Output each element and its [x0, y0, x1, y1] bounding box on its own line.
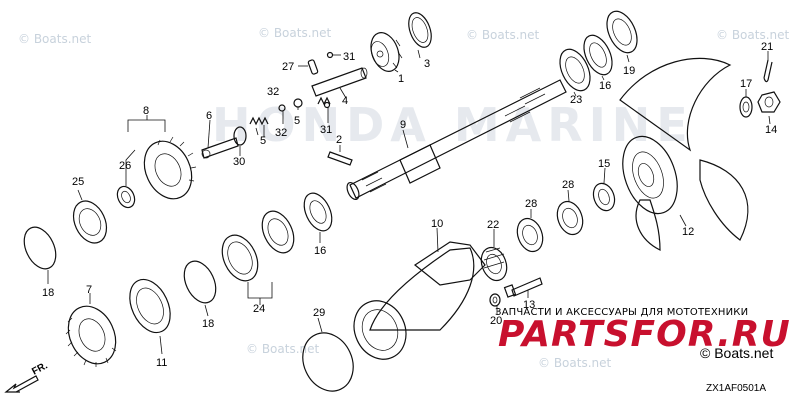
part-25-ball-bearing: [72, 200, 108, 244]
label-part-10: 10: [431, 218, 443, 230]
part-23-bearing: [559, 48, 591, 92]
watermark-text: © Boats.net: [716, 28, 790, 42]
part-9-propeller-shaft: [346, 79, 567, 201]
part-15-spacer: [592, 182, 616, 212]
watermark-text: © Boats.net: [466, 28, 540, 42]
label-part-18-left: 18: [42, 287, 54, 299]
label-part-8: 8: [143, 105, 149, 117]
label-part-20: 20: [490, 315, 502, 327]
part-32-ball: [278, 98, 303, 112]
label-part-5-upper: 5: [294, 115, 300, 127]
label-part-4: 4: [342, 95, 348, 107]
part-12-propeller: [619, 57, 749, 251]
label-part-32-lower: 32: [275, 127, 287, 139]
label-part-26: 26: [119, 160, 131, 172]
part-20-washer: [489, 293, 501, 307]
watermark-text: © Boats.net: [18, 32, 92, 46]
label-part-6: 6: [206, 110, 212, 122]
label-part-31-lower: 31: [320, 124, 332, 136]
label-part-19: 19: [623, 65, 635, 77]
part-7-reverse-gear: [65, 305, 117, 367]
label-part-13: 13: [523, 299, 535, 311]
label-part-30: 30: [233, 156, 245, 168]
part-13-bolt: [503, 277, 543, 298]
label-part-1: 1: [398, 73, 404, 85]
label-part-11: 11: [156, 357, 167, 369]
boats-net-mark: © Boats.net: [700, 345, 774, 361]
part-5-spring: [249, 96, 331, 126]
label-part-18-right: 18: [202, 318, 214, 330]
front-arrow-label: FR.: [30, 362, 50, 378]
part-18-shim-left: [23, 226, 57, 270]
label-part-29: 29: [313, 307, 325, 319]
label-part-16-lower: 16: [314, 245, 326, 257]
part-27-pin: [307, 59, 319, 75]
label-part-17: 17: [740, 78, 752, 90]
partsfor-logo: PARTSFOR.RU: [498, 314, 791, 355]
label-part-2: 2: [336, 134, 342, 146]
label-part-14: 14: [765, 124, 777, 136]
label-part-15: 15: [598, 158, 610, 170]
label-part-25: 25: [72, 176, 84, 188]
watermark-text: © Boats.net: [258, 26, 332, 40]
part-17-washer: [739, 96, 753, 118]
part-31-pin-upper: [326, 51, 334, 59]
part-22-needle-bearing: [480, 246, 508, 282]
part-11-thrust-holder: [129, 278, 171, 334]
label-part-3: 3: [424, 58, 430, 70]
watermark-brand: HONDA MARINE: [212, 98, 694, 152]
label-part-28-right: 28: [562, 179, 574, 191]
label-part-31-upper: 31: [343, 51, 355, 63]
label-part-23: 23: [570, 94, 582, 106]
part-30-ring: [233, 126, 247, 146]
part-6-clutch-shaft: [201, 137, 239, 159]
diagram-code: ZX1AF0501A: [706, 383, 767, 394]
label-part-28-left: 28: [525, 198, 537, 210]
part-19-washer: [606, 10, 638, 54]
part-8-forward-gear: [143, 136, 197, 200]
watermark-text: © Boats.net: [538, 356, 612, 370]
part-4-shaft: [311, 67, 368, 97]
part-28-seal: [516, 200, 584, 253]
part-24-roller-bearing: [221, 210, 295, 282]
label-part-32-upper: 32: [267, 86, 279, 98]
part-10-bearing-holder: [353, 241, 486, 360]
label-part-22: 22: [487, 219, 499, 231]
part-29-o-ring: [302, 332, 354, 392]
part-16-washer-lower: [303, 192, 333, 232]
label-part-21: 21: [761, 41, 773, 53]
label-part-12: 12: [682, 226, 694, 238]
watermark-text: © Boats.net: [246, 342, 320, 356]
part-21-cotter-pin: [763, 59, 773, 83]
front-direction-arrow-icon: FR.: [4, 362, 50, 393]
label-part-16-upper: 16: [599, 80, 611, 92]
part-2-pin: [327, 151, 353, 166]
label-part-7: 7: [86, 284, 92, 296]
part-18-shim-right: [183, 260, 217, 304]
part-1-rotor: [370, 32, 403, 72]
part-3-ring: [408, 12, 432, 48]
part-26-bushing: [116, 185, 136, 209]
label-part-9: 9: [400, 119, 406, 131]
part-14-nut: [757, 91, 781, 113]
leader-lines: [47, 49, 771, 355]
part-number-labels: 1 2 3 4 5 5 6 7 8 9 10 11 12 13 14 15 16…: [42, 41, 777, 369]
label-part-24: 24: [253, 303, 265, 315]
label-part-5-lower: 5: [260, 135, 266, 147]
part-16-washer-top: [583, 34, 613, 76]
part-31-pin-lower: [323, 101, 331, 109]
label-part-27: 27: [282, 61, 294, 73]
parts-store-caption: ЗАПЧАСТИ И АКСЕССУАРЫ ДЛЯ МОТОТЕХНИКИ: [495, 307, 749, 318]
